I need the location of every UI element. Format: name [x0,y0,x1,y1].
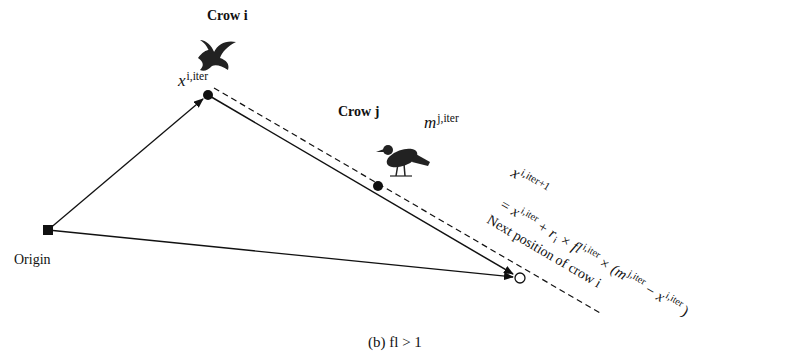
standing-crow [376,145,430,176]
position-vector [48,99,203,230]
text-group: Crow j [338,104,379,121]
next-position-circle [515,273,525,283]
superscript: i,iter [663,290,686,310]
figure-caption: (b) fl > 1 [368,334,422,351]
text-group: mj,iter [424,112,459,134]
variable-name: x [178,71,186,91]
crow-label: Crow i [207,8,248,25]
crow-label: Crow j [338,104,379,121]
text-group: Crow i [207,8,248,25]
position-vector [48,230,513,277]
text-group: xi,iter [178,70,208,92]
memory-dot [373,181,383,191]
text-group: Origin [14,252,51,269]
superscript: i,iter [580,241,603,261]
origin-marker [43,225,53,235]
movement-arrow [208,95,513,274]
position-dot [203,90,213,100]
superscript: j,iter [626,268,649,288]
superscript: i,iter+1 [518,166,552,193]
caption-text: (b) fl > 1 [368,334,422,351]
superscript: i,iter [187,70,208,84]
superscript: i,iter [518,205,541,225]
text-group: = xi,iter+ ri× fli,iter× (mj,iter− xi,it… [495,194,692,322]
text-group: xi,iter+1 [508,162,553,200]
superscript: j,iter [437,112,458,126]
origin-label: Origin [14,252,51,269]
dashed-line [214,88,600,313]
flying-crow [198,40,236,71]
variable-name: m [424,113,436,133]
